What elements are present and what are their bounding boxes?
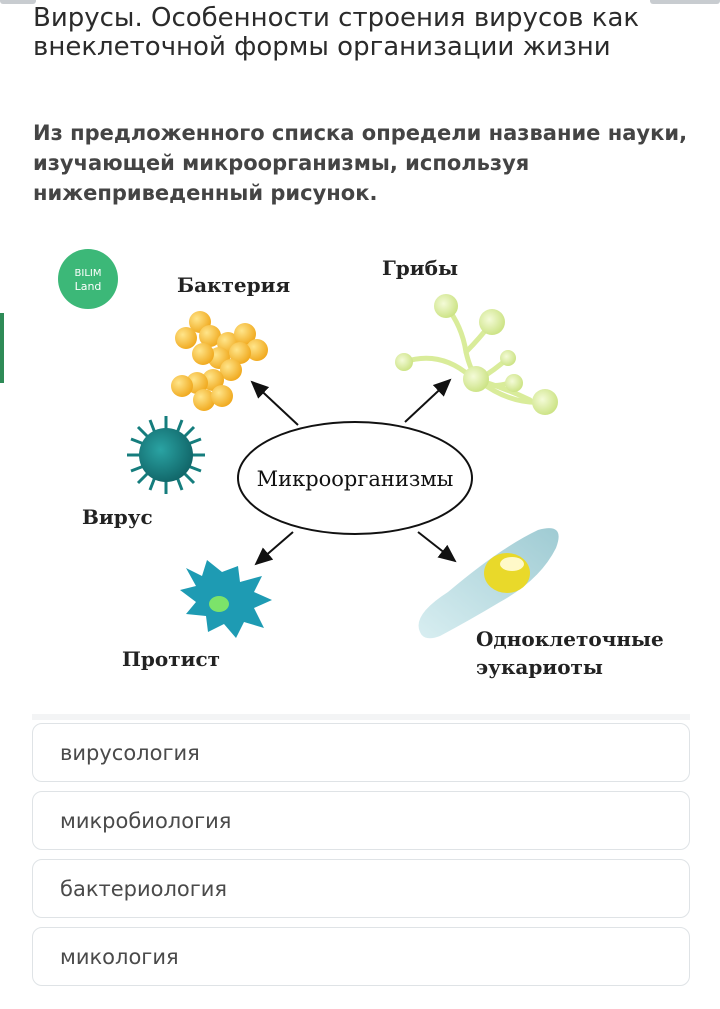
top-tab-left [0,0,36,4]
logo-circle [58,249,118,309]
arrow-eukaryote [417,531,457,563]
answer-option-label: микробиология [60,808,232,833]
fungi-illustration [395,294,558,415]
answer-options: вирусология микробиология бактериология … [32,723,690,995]
answer-option-bacteriology[interactable]: бактериология [32,859,690,918]
label-bacteria: Бактерия [177,273,290,297]
virus-illustration [127,416,205,494]
logo-text-land: Land [75,280,102,293]
label-eukaryote-line2: эукариоты [476,655,603,679]
answer-option-virology[interactable]: вирусология [32,723,690,782]
arrow-fungi [404,378,452,423]
question-text: Из предложенного списка определи названи… [33,121,688,205]
center-label: Микроорганизмы [257,467,454,491]
arrow-bacteria [250,380,299,426]
label-eukaryote-line1: Одноклеточные [476,627,664,651]
microorganisms-figure: BILIM Land Микроорганизмы Бактерия [0,230,720,700]
top-tab-right [650,0,720,4]
center-ellipse [237,421,473,535]
side-indicator [0,313,4,383]
answer-option-microbiology[interactable]: микробиология [32,791,690,850]
label-virus: Вирус [82,505,153,529]
answer-option-label: вирусология [60,740,200,765]
protist-illustration [180,560,272,638]
divider [32,714,690,720]
answer-option-mycology[interactable]: микология [32,927,690,986]
answer-option-label: микология [60,944,179,969]
bilimland-logo: BILIM Land [58,249,118,309]
logo-text-bilim: BILIM [75,268,102,279]
eukaryote-illustration [418,528,559,639]
label-protist: Протист [122,647,220,671]
bacteria-illustration [171,311,268,411]
answer-option-label: бактериология [60,876,228,901]
arrow-protist [254,531,294,566]
page-title: Вирусы. Особенности строения вирусов как… [33,3,640,62]
label-fungi: Грибы [382,256,458,280]
